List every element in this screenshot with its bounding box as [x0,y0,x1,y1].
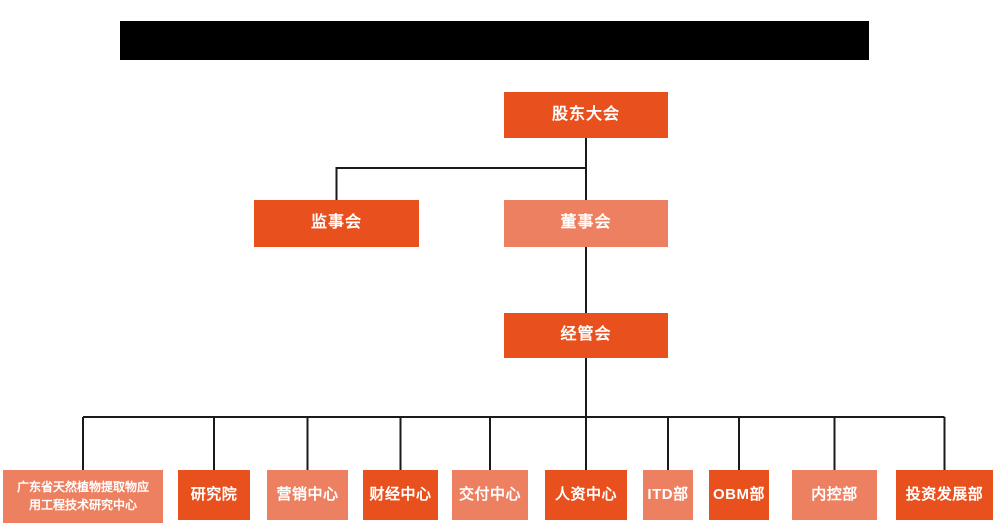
org-node-obm-department: OBM部 [709,470,769,520]
org-node-finance-center: 财经中心 [363,470,438,520]
org-node-board-of-directors: 董事会 [504,200,668,247]
org-node-hr-center: 人资中心 [545,470,627,520]
org-node-supervisory-board: 监事会 [254,200,419,247]
org-node-marketing-center: 营销中心 [267,470,348,520]
org-node-management-committee: 经管会 [504,313,668,358]
org-node-delivery-center: 交付中心 [452,470,528,520]
org-node-research-center: 广东省天然植物提取物应用工程技术研究中心 [3,470,163,523]
org-node-investment-development-department: 投资发展部 [896,470,993,520]
org-node-research-institute: 研究院 [178,470,250,520]
edge-shareholders-supervisory [335,167,586,200]
org-node-itd-department: ITD部 [643,470,693,520]
org-node-shareholders-meeting: 股东大会 [504,92,668,138]
redacted-title-bar [120,21,869,60]
org-node-internal-control-department: 内控部 [792,470,877,520]
